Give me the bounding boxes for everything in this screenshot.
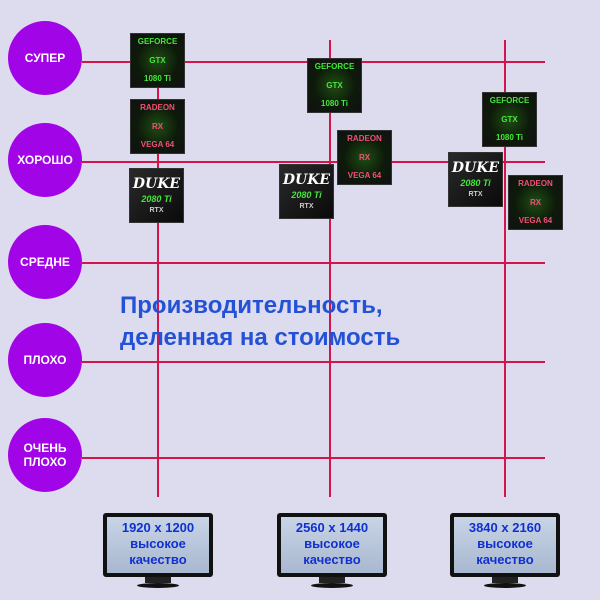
rating-very-bad: ОЧЕНЬ ПЛОХО (8, 418, 82, 492)
column-line-3 (504, 40, 506, 497)
gpu-card-vega64: RADEON RX VEGA 64 (508, 175, 563, 230)
gpu-card-gtx1080ti: GEFORCE GTX 1080 Ti (130, 33, 185, 88)
card-model: 2080 Ti (460, 178, 491, 188)
card-brand: DUKE (282, 172, 331, 188)
title-line-2: деленная на стоимость (120, 324, 401, 351)
chart-title: Производительность, деленная на стоимост… (120, 290, 400, 354)
card-line-1: RX (358, 152, 371, 162)
rating-super: СУПЕР (8, 21, 82, 95)
monitor-quality-1: высокое (304, 536, 360, 551)
card-model: 2080 Ti (291, 190, 322, 200)
card-brand: GEFORCE (314, 62, 355, 71)
monitor-quality-2: качество (476, 552, 534, 567)
monitor-resolution: 3840 x 2160 (468, 520, 542, 535)
card-brand: RADEON (140, 103, 175, 112)
card-tag: RTX (149, 207, 164, 214)
gpu-card-rtx2080ti: DUKE 2080 Ti RTX (129, 168, 184, 223)
column-line-2 (329, 40, 331, 497)
card-brand: DUKE (451, 160, 500, 176)
card-line-2: 1080 Ti (496, 133, 523, 142)
grid-line-bad (82, 361, 545, 363)
gpu-card-rtx2080ti: DUKE 2080 Ti RTX (448, 152, 503, 207)
card-line-1: RX (529, 197, 542, 207)
grid-line-very-bad (82, 457, 545, 459)
rating-bad: ПЛОХО (8, 323, 82, 397)
card-line-1: GTX (326, 80, 343, 90)
card-line-1: GTX (501, 114, 518, 124)
card-line-2: VEGA 64 (347, 171, 382, 180)
card-tag: RTX (468, 191, 483, 198)
gpu-card-vega64: RADEON RX VEGA 64 (130, 99, 185, 154)
card-brand: DUKE (132, 176, 181, 192)
monitor-resolution: 1920 x 1200 (121, 520, 195, 535)
gpu-card-gtx1080ti: GEFORCE GTX 1080 Ti (307, 58, 362, 113)
monitor-quality-1: высокое (130, 536, 186, 551)
monitor-quality-1: высокое (477, 536, 533, 551)
card-line-1: GTX (149, 55, 166, 65)
grid-line-good (82, 161, 545, 163)
card-line-2: VEGA 64 (518, 216, 553, 225)
card-brand: GEFORCE (489, 96, 530, 105)
gpu-card-gtx1080ti: GEFORCE GTX 1080 Ti (482, 92, 537, 147)
gpu-card-rtx2080ti: DUKE 2080 Ti RTX (279, 164, 334, 219)
gpu-card-vega64: RADEON RX VEGA 64 (337, 130, 392, 185)
card-line-2: VEGA 64 (140, 140, 175, 149)
card-model: 2080 Ti (141, 194, 172, 204)
monitor-resolution: 2560 x 1440 (295, 520, 369, 535)
grid-line-average (82, 262, 545, 264)
card-tag: RTX (299, 203, 314, 210)
card-brand: RADEON (518, 179, 553, 188)
rating-good: ХОРОШО (8, 123, 82, 197)
column-line-1 (157, 40, 159, 497)
monitor-quality-2: качество (129, 552, 187, 567)
card-line-2: 1080 Ti (144, 74, 171, 83)
monitor-quality-2: качество (303, 552, 361, 567)
card-brand: RADEON (347, 134, 382, 143)
card-brand: GEFORCE (137, 37, 178, 46)
card-line-1: RX (151, 121, 164, 131)
card-line-2: 1080 Ti (321, 99, 348, 108)
title-line-1: Производительность, (120, 292, 383, 319)
rating-average: СРЕДНЕ (8, 225, 82, 299)
